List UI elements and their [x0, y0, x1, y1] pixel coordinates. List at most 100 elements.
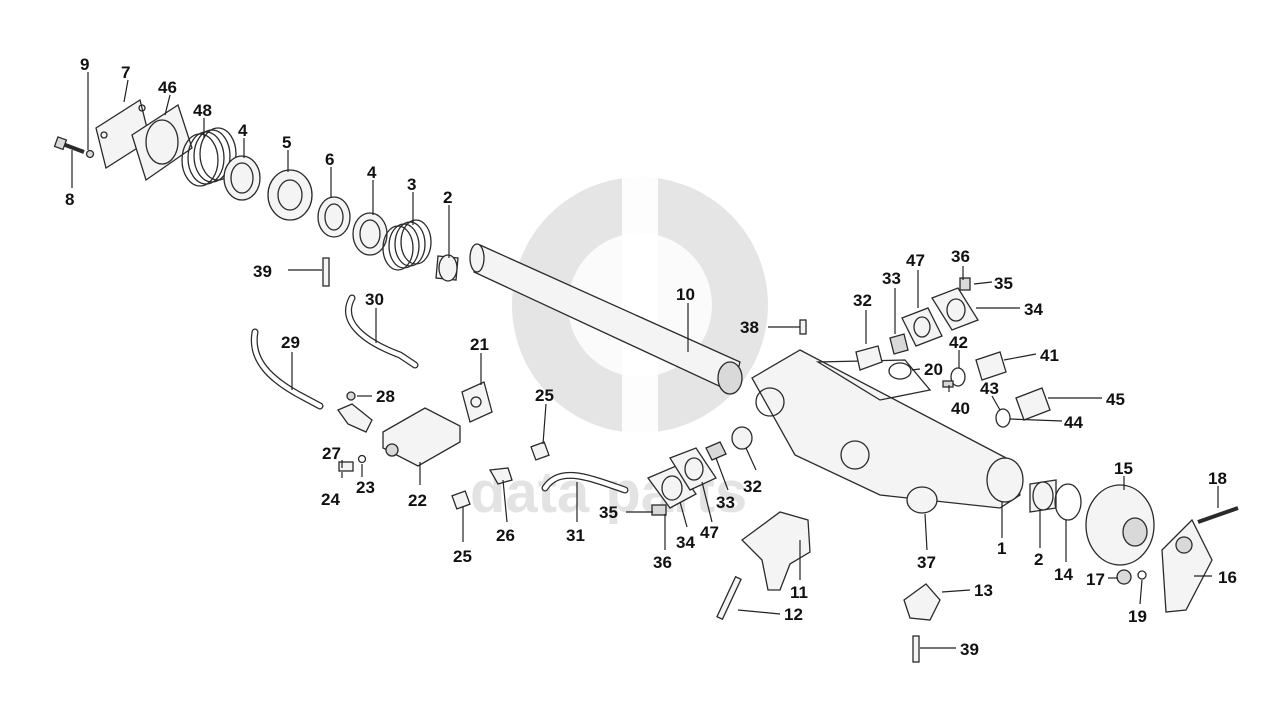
spring-part	[181, 127, 237, 187]
leader-26	[502, 479, 508, 523]
callout-32-upper: 32	[853, 291, 872, 310]
ring-bushing-2-part	[352, 212, 388, 256]
fitting-25-lower-part	[451, 490, 471, 510]
callout-18: 18	[1208, 469, 1227, 488]
callout-16: 16	[1218, 568, 1237, 587]
callout-6: 6	[325, 150, 334, 169]
leader-47-lower	[701, 481, 713, 523]
gasket-34-lower-part	[646, 465, 697, 509]
callout-39-lower: 39	[960, 640, 979, 659]
callout-24: 24	[321, 490, 340, 509]
leader-34-lower	[679, 501, 688, 528]
callout-37: 37	[917, 553, 936, 572]
leader-20	[911, 368, 921, 371]
nut-17-part	[1116, 569, 1132, 585]
callout-23: 23	[356, 478, 375, 497]
callout-2: 2	[443, 188, 452, 207]
callout-22: 22	[408, 491, 427, 510]
collar-part	[267, 169, 313, 221]
callout-29: 29	[281, 333, 300, 352]
callout-20: 20	[924, 360, 943, 379]
callout-32-lower: 32	[743, 477, 762, 496]
callout-43: 43	[980, 379, 999, 398]
bolt-part	[53, 136, 95, 159]
leader-7	[123, 79, 129, 103]
hose-30-part	[345, 294, 419, 369]
callout-27: 27	[322, 444, 341, 463]
callout-12: 12	[784, 605, 803, 624]
leader-44	[1009, 418, 1063, 422]
gasket-47-lower-part	[669, 447, 717, 491]
hose-29-part	[250, 328, 324, 410]
callout-25-lower: 25	[453, 547, 472, 566]
bolt-35-lower-part	[651, 504, 667, 516]
callout-41: 41	[1040, 346, 1059, 365]
hose-31-part	[541, 471, 629, 494]
callout-47-upper: 47	[906, 251, 925, 270]
callout-19: 19	[1128, 607, 1147, 626]
lever-11-part	[741, 511, 811, 591]
leader-37	[924, 513, 928, 551]
leader-33-lower	[715, 457, 729, 491]
main-shaft-part	[469, 243, 743, 395]
washer-20-part	[888, 362, 912, 380]
callout-14: 14	[1054, 565, 1073, 584]
callout-45: 45	[1106, 390, 1125, 409]
pin-12-part	[716, 575, 742, 621]
callout-4b: 4	[367, 163, 377, 182]
callout-4: 4	[238, 121, 248, 140]
elbow-fitting-27-part	[337, 403, 373, 433]
spring-33-upper-part	[889, 333, 909, 355]
callout-30: 30	[365, 290, 384, 309]
callout-15: 15	[1114, 459, 1133, 478]
callout-21: 21	[470, 335, 489, 354]
leader-41	[1003, 353, 1037, 361]
callout-33-upper: 33	[882, 269, 901, 288]
plunger-32-lower-part	[731, 426, 753, 450]
callout-8: 8	[65, 190, 74, 209]
callout-28: 28	[376, 387, 395, 406]
leader-35-upper	[973, 281, 993, 285]
callout-39-upper: 39	[253, 262, 272, 281]
callout-5: 5	[282, 133, 291, 152]
washer-43-part	[995, 408, 1011, 428]
clip-13-part	[903, 583, 941, 621]
callout-1: 1	[997, 539, 1006, 558]
leader-32-lower	[745, 447, 757, 471]
valve-block-22-part	[382, 407, 461, 467]
fitting-26-part	[488, 467, 513, 485]
callout-31: 31	[566, 526, 585, 545]
bolt-24-part	[338, 461, 354, 472]
arm-16-part	[1161, 518, 1213, 613]
callout-36-lower: 36	[653, 553, 672, 572]
washer-19-part	[1137, 570, 1147, 580]
callout-33-lower: 33	[716, 493, 735, 512]
callout-17: 17	[1086, 570, 1105, 589]
callout-26: 26	[496, 526, 515, 545]
callout-36-upper: 36	[951, 247, 970, 266]
callout-25-upper: 25	[535, 386, 554, 405]
ring-14-part	[1054, 483, 1082, 521]
callout-46: 46	[158, 78, 177, 97]
washer-23-part	[357, 454, 367, 464]
bushing-part	[435, 254, 459, 282]
drum-15-part	[1085, 484, 1155, 566]
bushing-2-right-part	[1029, 479, 1057, 513]
leader-13	[941, 589, 971, 593]
leader-25-upper	[542, 403, 547, 445]
callout-40: 40	[951, 399, 970, 418]
gasket-part	[131, 103, 193, 182]
pin-39-lower-part	[912, 635, 920, 663]
callout-3: 3	[407, 175, 416, 194]
spring-2-part	[382, 219, 432, 271]
fitting-25-upper-part	[530, 441, 550, 461]
fitting-28-part	[346, 391, 356, 401]
callout-10: 10	[676, 285, 695, 304]
callout-13: 13	[974, 581, 993, 600]
leader-46	[164, 94, 171, 116]
bolt-40-part	[942, 380, 954, 388]
sleeve-part	[317, 196, 351, 238]
ring-bushing-part	[223, 155, 261, 201]
callout-44: 44	[1064, 413, 1083, 432]
